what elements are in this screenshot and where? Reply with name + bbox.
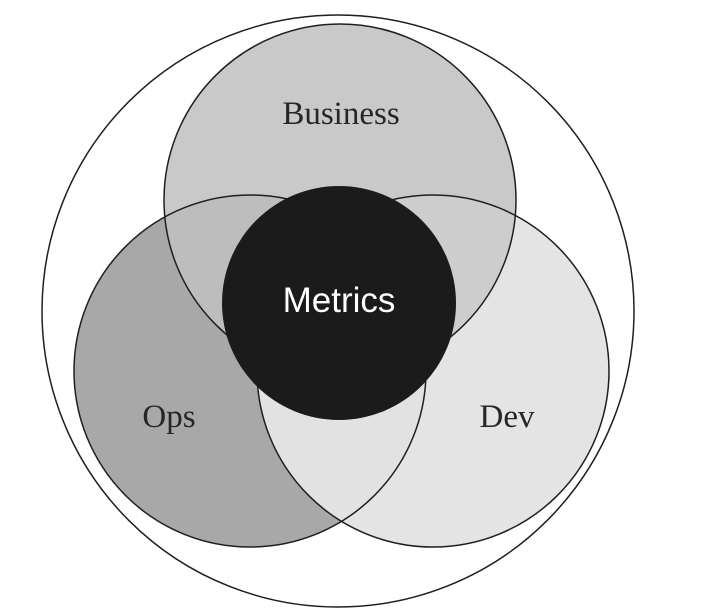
metrics-circle [222,186,456,420]
business-label: Business [282,96,399,132]
metrics-label: Metrics [283,281,396,320]
dev-label: Dev [480,399,535,435]
ops-label: Ops [142,399,195,435]
